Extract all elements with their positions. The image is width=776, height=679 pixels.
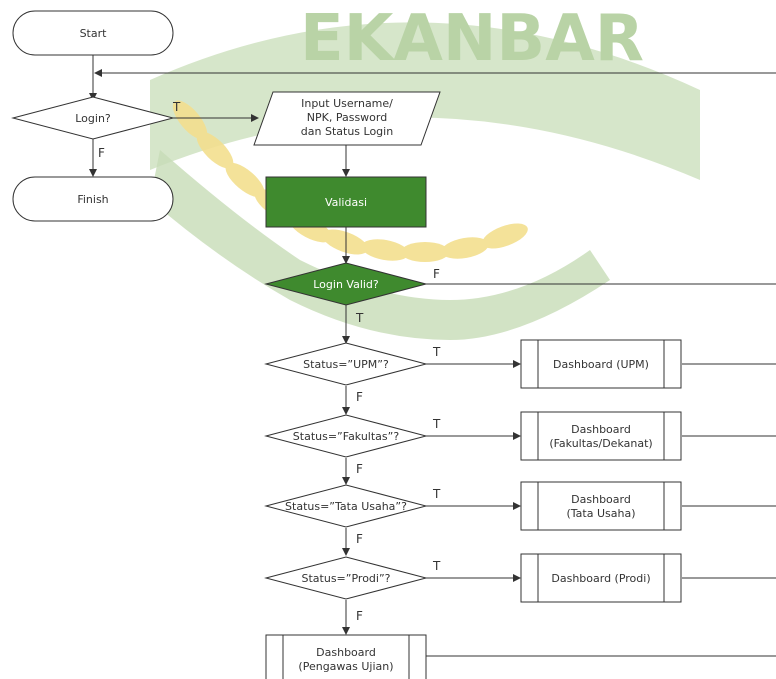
dashboard-tata-usaha-label-line-1: Dashboard	[571, 493, 631, 506]
dashboard-fakultas-node: Dashboard (Fakultas/Dekanat)	[520, 411, 682, 461]
watermark-logo: EKANBAR	[150, 2, 700, 340]
finish-node: Finish	[12, 176, 174, 222]
watermark-text: EKANBAR	[300, 2, 644, 76]
finish-label: Finish	[77, 193, 108, 206]
start-node: Start	[12, 10, 174, 56]
edge-label-login-false: F	[98, 146, 105, 160]
status-prodi-label: Status=”Prodi”?	[302, 572, 391, 585]
status-tata-usaha-decision: Status=”Tata Usaha”?	[264, 484, 428, 528]
edge-label-fakultas-true: T	[432, 417, 441, 431]
login-decision-label: Login?	[75, 112, 111, 125]
dashboard-pengawas-node: Dashboard (Pengawas Ujian)	[265, 634, 427, 679]
edge-label-tu-true: T	[432, 487, 441, 501]
dashboard-fakultas-label-line-1: Dashboard	[571, 423, 631, 436]
input-label-line-1: Input Username/	[301, 97, 393, 110]
dashboard-pengawas-label-line-2: (Pengawas Ujian)	[298, 660, 393, 673]
login-decision: Login?	[11, 96, 175, 140]
edge-label-upm-false: F	[356, 390, 363, 404]
login-valid-label: Login Valid?	[313, 278, 379, 291]
validasi-label: Validasi	[325, 196, 367, 209]
edge-label-prodi-false: F	[356, 609, 363, 623]
status-prodi-decision: Status=”Prodi”?	[264, 556, 428, 600]
status-fakultas-label: Status=”Fakultas”?	[293, 430, 400, 443]
edge-label-tu-false: F	[356, 532, 363, 546]
edge-label-fakultas-false: F	[356, 462, 363, 476]
status-upm-decision: Status=”UPM”?	[264, 342, 428, 386]
validasi-process: Validasi	[265, 176, 427, 228]
status-upm-label: Status=”UPM”?	[303, 358, 389, 371]
dashboard-fakultas-label-line-2: (Fakultas/Dekanat)	[549, 437, 652, 450]
edge-label-loginvalid-false: F	[433, 267, 440, 281]
edge-label-loginvalid-true: T	[355, 311, 364, 325]
dashboard-pengawas-label-line-1: Dashboard	[316, 646, 376, 659]
input-credentials-node: Input Username/ NPK, Password dan Status…	[253, 91, 441, 146]
dashboard-tata-usaha-node: Dashboard (Tata Usaha)	[520, 481, 682, 531]
login-valid-decision: Login Valid?	[264, 262, 428, 306]
status-fakultas-decision: Status=”Fakultas”?	[264, 414, 428, 458]
start-label: Start	[80, 27, 108, 40]
dashboard-prodi-node: Dashboard (Prodi)	[520, 553, 682, 603]
edge-label-upm-true: T	[432, 345, 441, 359]
edge-label-prodi-true: T	[432, 559, 441, 573]
dashboard-upm-label: Dashboard (UPM)	[553, 358, 649, 371]
dashboard-upm-node: Dashboard (UPM)	[520, 339, 682, 389]
input-label-line-3: dan Status Login	[301, 125, 393, 138]
dashboard-prodi-label: Dashboard (Prodi)	[551, 572, 650, 585]
status-tata-usaha-label: Status=”Tata Usaha”?	[285, 500, 407, 513]
edge-label-login-true: T	[172, 100, 181, 114]
dashboard-tata-usaha-label-line-2: (Tata Usaha)	[566, 507, 635, 520]
input-label-line-2: NPK, Password	[307, 111, 387, 124]
